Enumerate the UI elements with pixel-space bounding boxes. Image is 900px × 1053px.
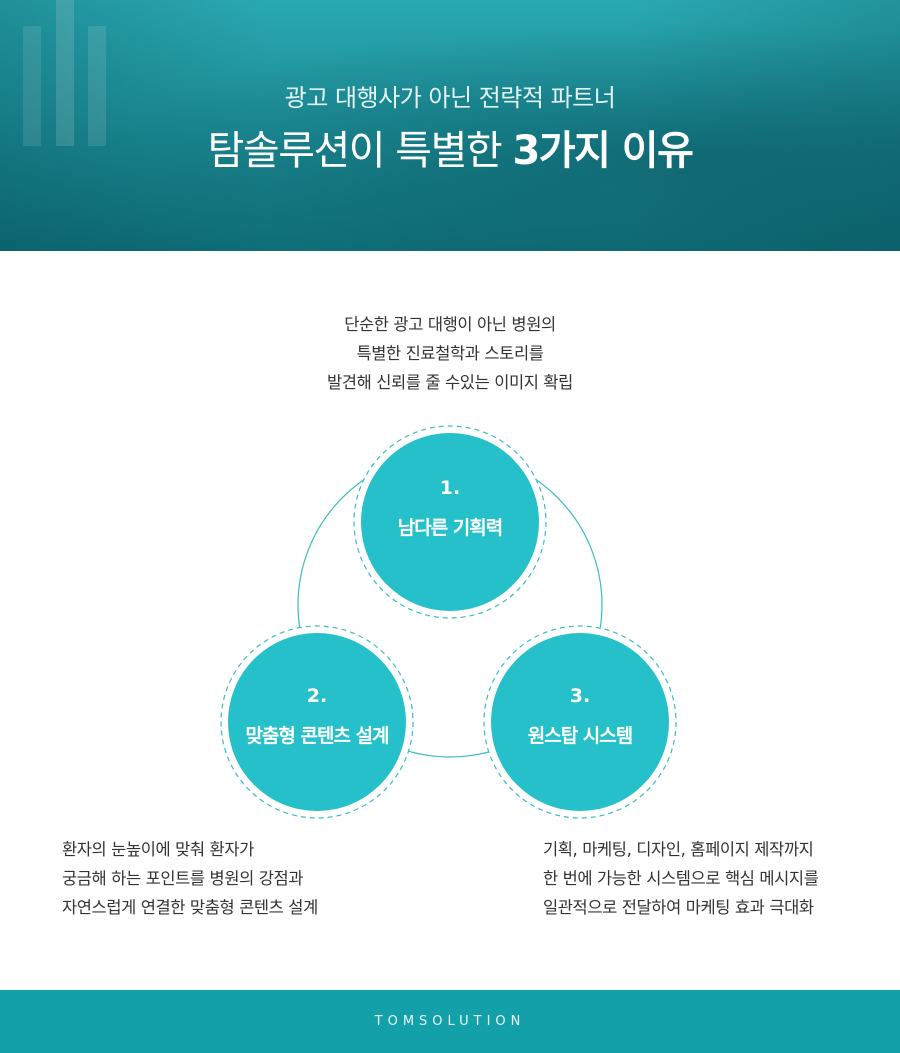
reason-1-description: 단순한 광고 대행이 아닌 병원의 특별한 진료철학과 스토리를 발견해 신뢰를…: [327, 315, 573, 392]
hero-banner: 광고 대행사가 아닌 전략적 파트너 탐솔루션이 특별한 3가지 이유: [0, 0, 900, 251]
reason-circle-3: [483, 625, 677, 819]
reason-1-number: 1.: [439, 477, 461, 499]
decorative-bar: [23, 26, 41, 146]
reason-2-number: 2.: [306, 685, 328, 707]
reason-circle-2: [220, 625, 414, 819]
reason-1-title: 남다른 기획력: [397, 517, 504, 539]
reason-2-description: 환자의 눈높이에 맞춰 환자가 궁금해 하는 포인트를 병원의 강점과 자연스럽…: [62, 840, 318, 917]
hero-title-emphasis: 3가지 이유: [512, 128, 693, 174]
reason-3-number: 3.: [569, 685, 591, 707]
hero-title: 탐솔루션이 특별한 3가지 이유: [207, 128, 694, 174]
reason-3-title: 원스탑 시스템: [527, 725, 634, 747]
footer-brand: TOMSOLUTION: [374, 1014, 526, 1029]
decorative-bar: [88, 26, 106, 146]
footer: TOMSOLUTION: [0, 990, 900, 1053]
decorative-bar: [56, 0, 74, 146]
reason-3-description: 기획, 마케팅, 디자인, 홈페이지 제작까지 한 번에 가능한 시스템으로 핵…: [543, 840, 819, 917]
reason-3-label: 3. 원스탑 시스템: [490, 685, 670, 748]
reason-1-label: 1. 남다른 기획력: [360, 477, 540, 540]
hero-subtitle: 광고 대행사가 아닌 전략적 파트너: [284, 84, 616, 112]
reason-2-title: 맞춤형 콘텐츠 설계: [245, 725, 389, 747]
reason-circle-1: [353, 425, 547, 619]
reason-2-label: 2. 맞춤형 콘텐츠 설계: [227, 685, 407, 748]
